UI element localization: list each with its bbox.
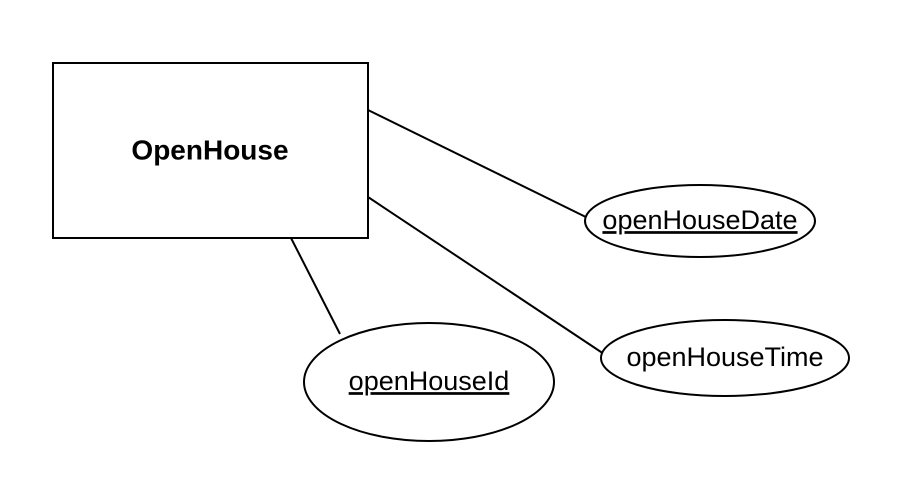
connector-openhousedate — [367, 109, 597, 223]
entity-box — [52, 62, 369, 239]
attribute-openhousetime[interactable]: openHouseTime — [600, 319, 850, 397]
attribute-label-key: openHouseId — [349, 366, 510, 396]
attribute-ellipse — [584, 184, 816, 258]
attribute-label-key: openHouseDate — [602, 205, 797, 235]
entity-label: OpenHouse — [131, 134, 288, 165]
attribute-label: openHouseTime — [626, 342, 823, 372]
attribute-ellipse — [600, 319, 850, 397]
connector-openhouseid — [290, 237, 341, 335]
entity-openhouse[interactable]: OpenHouse — [52, 62, 369, 239]
attribute-ellipse — [303, 322, 555, 442]
attribute-openhousedate[interactable]: openHouseDate — [584, 184, 816, 258]
connector-openhousetime — [367, 196, 605, 355]
attribute-openhouseid[interactable]: openHouseId — [303, 322, 555, 442]
